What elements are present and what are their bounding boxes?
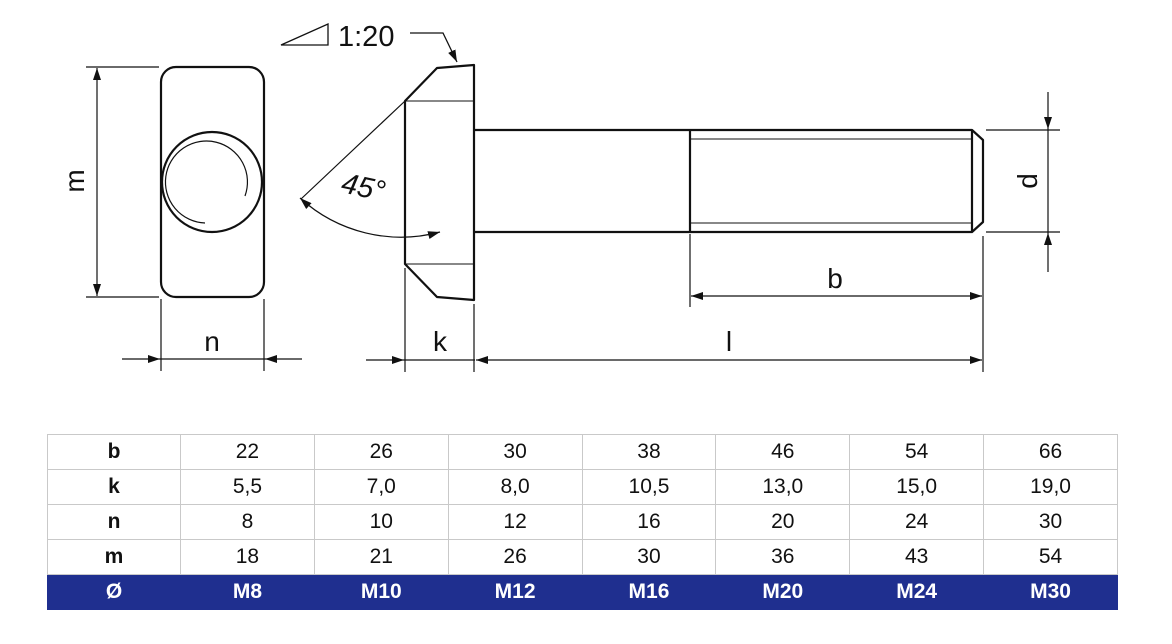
bolt-side-view bbox=[403, 63, 985, 302]
table-cell: 26 bbox=[313, 434, 449, 470]
table-cell: 38 bbox=[581, 434, 717, 470]
table-cell: 19,0 bbox=[983, 469, 1118, 505]
dim-label-k: k bbox=[433, 326, 448, 357]
size-cell: M24 bbox=[849, 574, 985, 610]
row-head: m bbox=[47, 539, 181, 575]
row-head: b bbox=[47, 434, 181, 470]
dimension-l bbox=[476, 236, 984, 372]
table-cell: 8 bbox=[180, 504, 315, 540]
table-cell: 36 bbox=[715, 539, 851, 575]
dim-label-m: m bbox=[59, 169, 90, 192]
table-cell: 54 bbox=[849, 434, 985, 470]
table-cell: 8,0 bbox=[447, 469, 583, 505]
table-cell: 30 bbox=[983, 504, 1118, 540]
table-row: m 18 21 26 30 36 43 54 bbox=[47, 539, 1118, 575]
table-cell: 7,0 bbox=[313, 469, 449, 505]
taper-callout bbox=[280, 22, 458, 63]
dimension-b bbox=[689, 234, 982, 307]
table-cell: 20 bbox=[715, 504, 851, 540]
table-cell: 46 bbox=[715, 434, 851, 470]
dim-label-d: d bbox=[1012, 173, 1043, 189]
taper-ratio: 1:20 bbox=[338, 21, 394, 53]
table-cell: 18 bbox=[180, 539, 315, 575]
table-row: b 22 26 30 38 46 54 66 bbox=[47, 434, 1118, 470]
taper-triangle-icon bbox=[280, 22, 329, 46]
table-cell: 54 bbox=[983, 539, 1118, 575]
table-cell: 43 bbox=[849, 539, 985, 575]
angle-dimension bbox=[299, 100, 441, 239]
size-cell: M20 bbox=[715, 574, 851, 610]
table-row: n 8 10 12 16 20 24 30 bbox=[47, 504, 1118, 540]
size-cell: M12 bbox=[447, 574, 583, 610]
size-cell: M8 bbox=[180, 574, 315, 610]
size-cell: M16 bbox=[581, 574, 717, 610]
dimension-k bbox=[366, 268, 475, 372]
size-cell: M30 bbox=[983, 574, 1118, 610]
table-cell: 15,0 bbox=[849, 469, 985, 505]
end-view bbox=[159, 65, 266, 299]
table-cell: 16 bbox=[581, 504, 717, 540]
table-row: k 5,5 7,0 8,0 10,5 13,0 15,0 19,0 bbox=[47, 469, 1118, 505]
shank-section bbox=[160, 130, 264, 234]
size-row: Ø M8 M10 M12 M16 M20 M24 M30 bbox=[47, 574, 1118, 610]
table-cell: 24 bbox=[849, 504, 985, 540]
diameter-symbol: Ø bbox=[47, 574, 181, 610]
bolt-outline bbox=[403, 63, 985, 302]
table-cell: 26 bbox=[447, 539, 583, 575]
head-end-outline bbox=[159, 65, 266, 299]
table-cell: 30 bbox=[581, 539, 717, 575]
thread-arc bbox=[164, 140, 249, 224]
dim-label-b: b bbox=[827, 263, 843, 294]
dimension-d bbox=[986, 92, 1060, 272]
table-cell: 66 bbox=[983, 434, 1118, 470]
dimension-n bbox=[122, 299, 302, 371]
dim-label-n: n bbox=[204, 326, 220, 357]
table-cell: 5,5 bbox=[180, 469, 315, 505]
row-head: n bbox=[47, 504, 181, 540]
dimension-table: b 22 26 30 38 46 54 66 k 5,5 7,0 8,0 10,… bbox=[47, 434, 1118, 610]
table-cell: 22 bbox=[180, 434, 315, 470]
size-cell: M10 bbox=[313, 574, 449, 610]
dimension-m bbox=[86, 66, 159, 298]
table-cell: 30 bbox=[447, 434, 583, 470]
table-cell: 21 bbox=[313, 539, 449, 575]
table-cell: 13,0 bbox=[715, 469, 851, 505]
table-cell: 10,5 bbox=[581, 469, 717, 505]
row-head: k bbox=[47, 469, 181, 505]
angle-label: 45° bbox=[339, 168, 389, 208]
table-cell: 12 bbox=[447, 504, 583, 540]
technical-drawing: m n 1:20 45° k bbox=[59, 21, 1060, 372]
table-cell: 10 bbox=[313, 504, 449, 540]
dim-label-l: l bbox=[726, 326, 732, 357]
